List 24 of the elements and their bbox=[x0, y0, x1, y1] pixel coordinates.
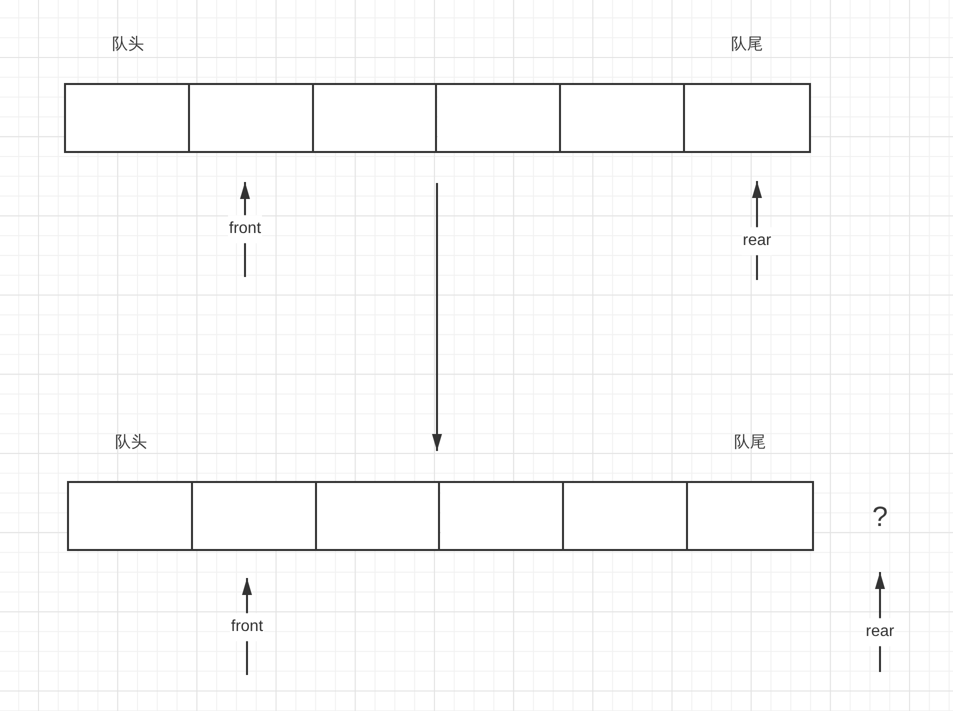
question-mark-text: ? bbox=[872, 503, 888, 531]
array-cell bbox=[440, 483, 564, 549]
cell-caption: 队头 bbox=[112, 36, 144, 54]
array-cell bbox=[564, 483, 688, 549]
arrow bbox=[432, 183, 442, 451]
array-cell bbox=[192, 483, 317, 549]
array-cell bbox=[314, 85, 438, 151]
queue-array bbox=[64, 83, 811, 153]
edge-label: rear bbox=[742, 227, 772, 255]
array-cell bbox=[688, 483, 812, 549]
cell-caption: 队头 bbox=[114, 434, 147, 452]
array-cell bbox=[190, 85, 314, 151]
array-cell bbox=[561, 85, 686, 151]
queue-array bbox=[67, 481, 814, 551]
array-cell bbox=[66, 85, 190, 151]
edge-label: rear bbox=[864, 618, 896, 646]
edge-label: front bbox=[230, 613, 264, 641]
cell-caption: 队尾 bbox=[731, 36, 764, 54]
cell-caption: 队尾 bbox=[734, 434, 766, 452]
edge-label: front bbox=[228, 215, 262, 243]
array-cell bbox=[685, 85, 809, 151]
array-cell bbox=[69, 483, 193, 549]
array-cell bbox=[438, 85, 562, 151]
array-cell bbox=[316, 483, 440, 549]
